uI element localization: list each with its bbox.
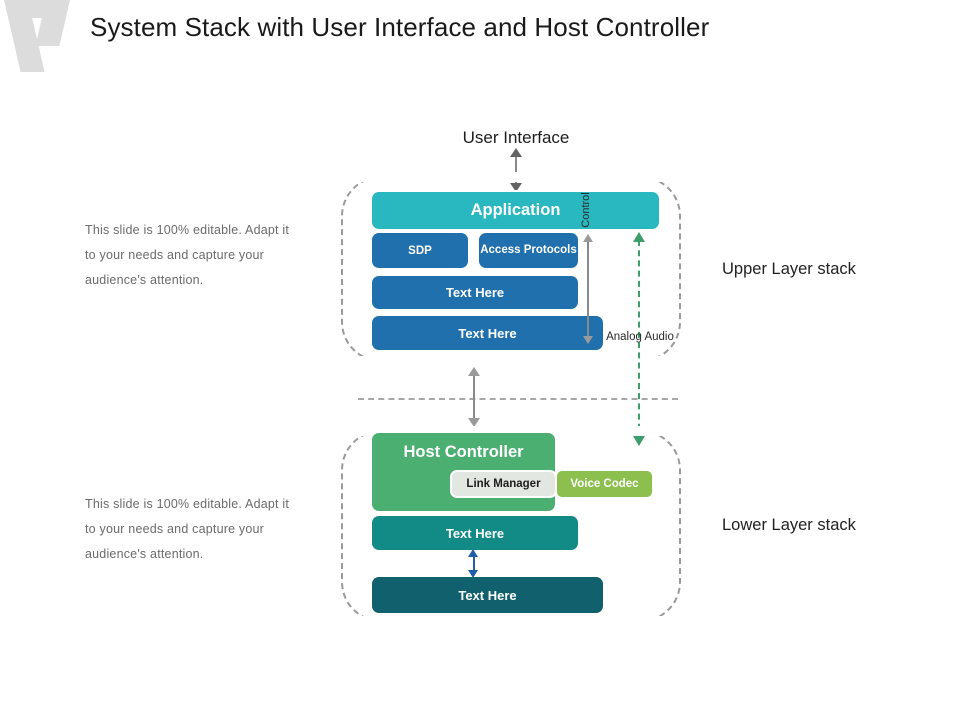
- bracket-mask: [360, 616, 662, 628]
- stack-separator: [358, 398, 678, 400]
- analog-audio-arrow-line: [638, 240, 640, 440]
- box-application[interactable]: Application: [372, 192, 659, 229]
- box-lower-middle-layer-label: Text Here: [445, 525, 505, 541]
- bracket-mask: [360, 172, 662, 182]
- note-upper: This slide is 100% editable. Adapt it to…: [85, 223, 290, 287]
- box-link-manager-label: Link Manager: [466, 478, 541, 490]
- box-sdp[interactable]: SDP: [372, 233, 468, 268]
- box-sdp-label: SDP: [408, 244, 432, 257]
- analog-audio-arrow-down-icon: [633, 436, 645, 446]
- box-voice-codec[interactable]: Voice Codec: [557, 471, 652, 497]
- note-lower: This slide is 100% editable. Adapt it to…: [85, 497, 290, 561]
- box-upper-middle-layer[interactable]: Text Here: [372, 276, 578, 309]
- lower-link-arrow-up-icon: [468, 549, 478, 557]
- inter-stack-arrow-up-icon: [468, 367, 480, 376]
- box-upper-bottom-layer-label: Text Here: [458, 325, 517, 341]
- box-lower-bottom-layer-label: Text Here: [458, 587, 517, 603]
- user-interface-arrow-line: [515, 154, 517, 188]
- v-logo-watermark-icon: [0, 0, 86, 72]
- box-upper-bottom-layer[interactable]: Text Here: [372, 316, 603, 350]
- label-analog-audio: Analog Audio: [606, 331, 674, 343]
- box-link-manager[interactable]: Link Manager: [452, 472, 555, 496]
- box-access-protocols[interactable]: Access Protocols: [479, 233, 578, 268]
- lower-link-arrow-line: [473, 554, 475, 574]
- box-host-controller-label: Host Controller: [403, 443, 524, 461]
- control-arrow-up-icon: [583, 234, 593, 242]
- lower-link-arrow-down-icon: [468, 570, 478, 578]
- user-interface-arrow-down-icon: [510, 183, 522, 192]
- box-lower-middle-layer[interactable]: Text Here: [372, 516, 578, 550]
- bracket-mask: [360, 356, 662, 368]
- page-title: System Stack with User Interface and Hos…: [90, 12, 710, 42]
- control-arrow-line: [587, 240, 589, 340]
- inter-stack-arrow-down-icon: [468, 418, 480, 427]
- label-lower-layer-stack: Lower Layer stack: [722, 516, 856, 534]
- inter-stack-arrow-line: [473, 374, 475, 422]
- box-lower-bottom-layer[interactable]: Text Here: [372, 577, 603, 613]
- label-user-interface: User Interface: [462, 128, 570, 147]
- label-control: Control: [580, 192, 592, 228]
- analog-audio-arrow-up-icon: [633, 232, 645, 242]
- box-access-protocols-label: Access Protocols: [480, 244, 577, 256]
- label-upper-layer-stack: Upper Layer stack: [722, 260, 856, 278]
- box-application-label: Application: [470, 201, 561, 219]
- control-arrow-down-icon: [583, 336, 593, 344]
- user-interface-arrow-up-icon: [510, 148, 522, 157]
- box-upper-middle-layer-label: Text Here: [445, 285, 505, 300]
- box-voice-codec-label: Voice Codec: [570, 478, 639, 490]
